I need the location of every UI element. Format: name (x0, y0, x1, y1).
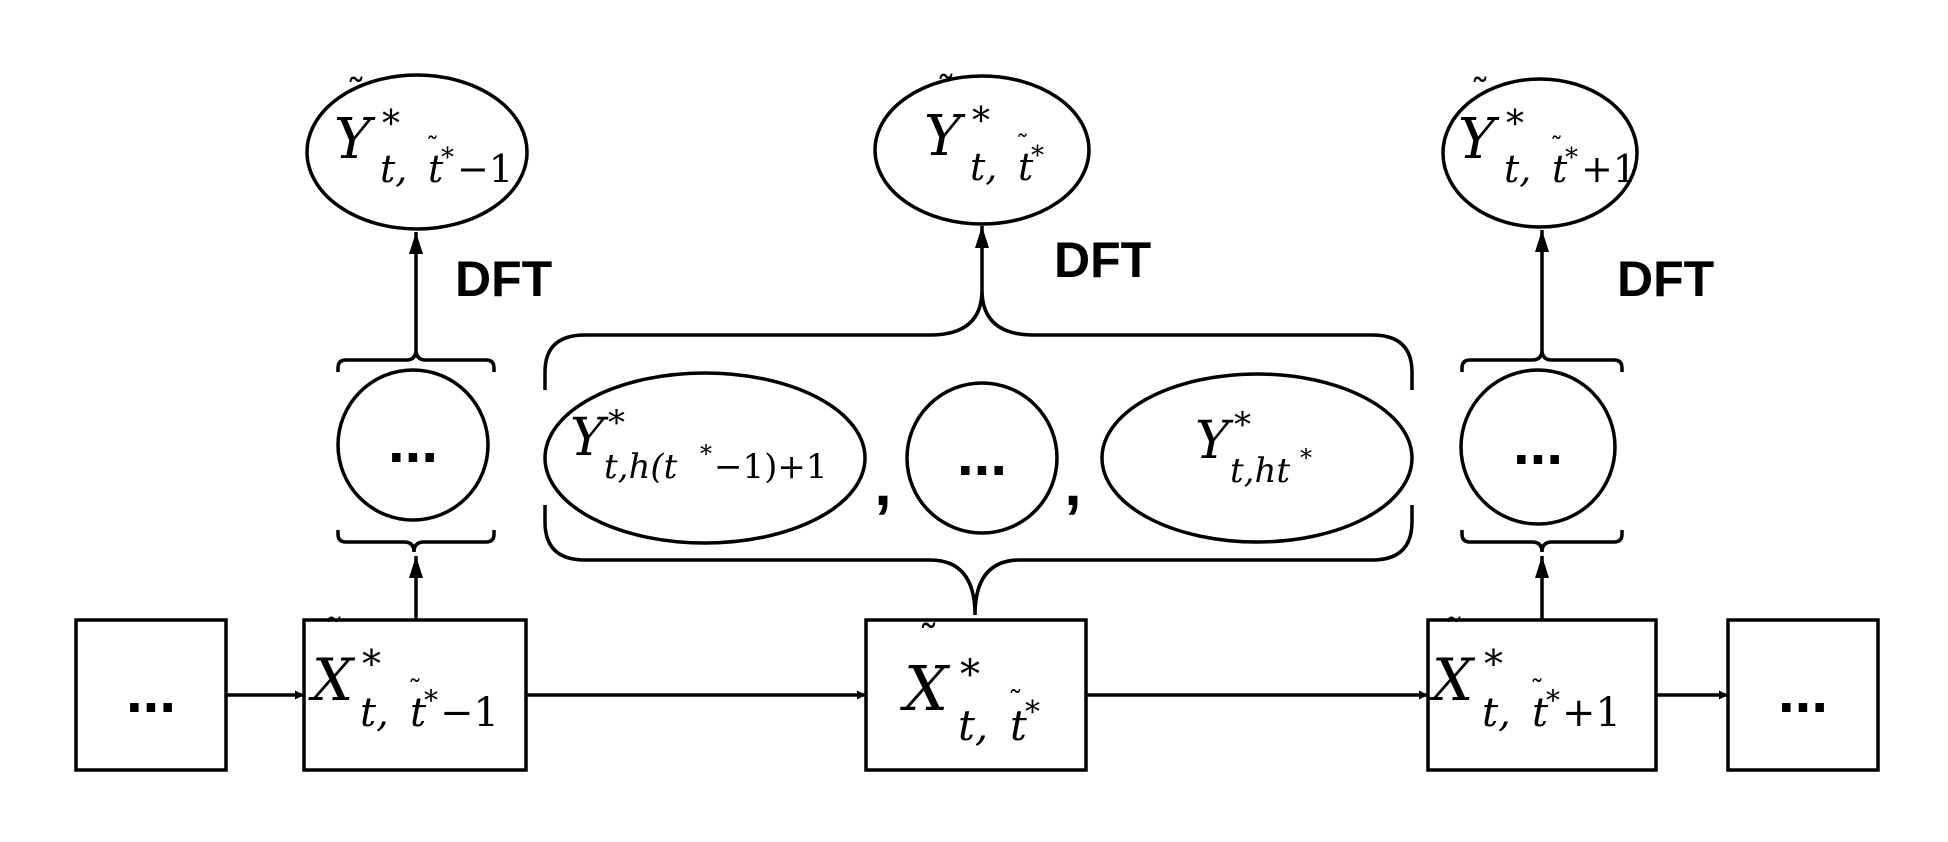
dots-circle-middle: ... (957, 421, 1007, 488)
svg-text:˜: ˜ (936, 69, 956, 115)
ellipse-dft-output-next (1441, 77, 1639, 229)
math-dft-output-next: Y ˜ * t, t ˜ * +1 (1458, 72, 1637, 191)
dft-label-prev: DFT (455, 251, 552, 307)
svg-text:*: * (972, 101, 990, 142)
svg-text:*: * (424, 684, 438, 717)
svg-text:*: * (1565, 143, 1578, 173)
svg-text:*: * (1546, 684, 1560, 717)
svg-text:*: * (1234, 405, 1251, 445)
svg-text:Y: Y (1458, 107, 1500, 172)
svg-text:X: X (900, 652, 951, 725)
ellipse-observation-last (1100, 372, 1414, 544)
dots-circle-right: ... (1513, 410, 1563, 477)
svg-text:*: * (608, 403, 625, 443)
svg-text:t: t (1018, 145, 1034, 189)
svg-text:Y: Y (334, 107, 376, 172)
comma-separator-2: , (1064, 450, 1081, 519)
svg-text:˜: ˜ (346, 72, 366, 118)
svg-text:X: X (1428, 646, 1476, 714)
svg-text:t,: t, (1504, 147, 1531, 191)
svg-text:+1: +1 (1581, 147, 1637, 191)
svg-text:*: * (1506, 104, 1524, 145)
svg-text:*: * (362, 642, 381, 686)
svg-text:−1)+1: −1)+1 (714, 447, 828, 487)
brace-bottom-center (543, 505, 1414, 616)
comma-separator-1: , (874, 450, 891, 519)
circle-ellipsis-right (1459, 368, 1617, 526)
svg-text:˜: ˜ (1444, 612, 1464, 658)
svg-text:˜: ˜ (1016, 131, 1029, 161)
svg-text:t: t (428, 147, 444, 191)
math-observation-first: Y * t,h(t * −1)+1 (570, 403, 828, 487)
svg-text:*: * (1025, 695, 1040, 730)
svg-text:−1: −1 (440, 690, 499, 736)
svg-text:−1: −1 (457, 147, 513, 191)
dft-label-current: DFT (1054, 232, 1151, 288)
svg-text:˜: ˜ (1008, 685, 1023, 720)
math-hidden-state-prev: X ˜ * t, t ˜ * −1 (308, 612, 499, 736)
ellipse-dft-output-prev (305, 73, 529, 231)
svg-text:X: X (308, 646, 356, 714)
svg-text:t,: t, (970, 145, 997, 189)
svg-text:+1: +1 (1562, 690, 1621, 736)
circle-ellipsis-middle (905, 381, 1059, 535)
math-hidden-state-next: X ˜ * t, t ˜ * +1 (1428, 612, 1621, 736)
svg-text:t,: t, (360, 690, 389, 736)
dots-circle-left: ... (388, 408, 438, 475)
math-observation-last: Y * t,ht * (1195, 405, 1312, 491)
svg-text:*: * (700, 440, 712, 468)
svg-text:t,: t, (958, 701, 988, 750)
math-dft-output-current: Y ˜ * t, t ˜ * (924, 69, 1044, 189)
svg-text:*: * (382, 104, 400, 145)
svg-text:t: t (1532, 690, 1549, 736)
math-hidden-state-current: X ˜ * t, t ˜ * (900, 616, 1040, 750)
svg-text:*: * (441, 143, 454, 173)
svg-text:*: * (1031, 141, 1044, 171)
svg-text:*: * (960, 652, 980, 698)
dots-box-right: ... (1778, 658, 1828, 725)
svg-text:t,: t, (1482, 690, 1511, 736)
svg-text:t,ht: t,ht (1230, 451, 1290, 491)
svg-text:˜: ˜ (1470, 72, 1490, 118)
svg-text:˜: ˜ (324, 612, 344, 658)
svg-text:t: t (410, 690, 427, 736)
dft-label-next: DFT (1617, 251, 1714, 307)
svg-text:Y: Y (570, 408, 609, 468)
svg-text:Y: Y (1195, 411, 1234, 471)
svg-text:˜: ˜ (408, 674, 422, 707)
svg-text:˜: ˜ (426, 133, 439, 163)
svg-text:t,: t, (380, 147, 407, 191)
svg-text:t: t (1010, 701, 1027, 750)
ellipse-dft-output-current (873, 74, 1091, 226)
brace-bottom-right (1460, 530, 1624, 553)
svg-text:*: * (1300, 444, 1312, 472)
math-dft-output-prev: Y ˜ * t, t ˜ * −1 (334, 72, 513, 191)
svg-text:˜: ˜ (1530, 674, 1544, 707)
svg-text:*: * (1484, 642, 1503, 686)
circle-ellipsis-left (336, 368, 490, 522)
svg-text:Y: Y (924, 104, 966, 169)
svg-text:˜: ˜ (918, 616, 939, 665)
svg-text:t,h(t: t,h(t (604, 447, 678, 487)
svg-text:˜: ˜ (1550, 133, 1563, 163)
svg-text:t: t (1552, 147, 1568, 191)
dots-box-left: ... (126, 658, 176, 725)
brace-bottom-left (336, 530, 496, 553)
ellipse-observation-first (543, 371, 867, 545)
